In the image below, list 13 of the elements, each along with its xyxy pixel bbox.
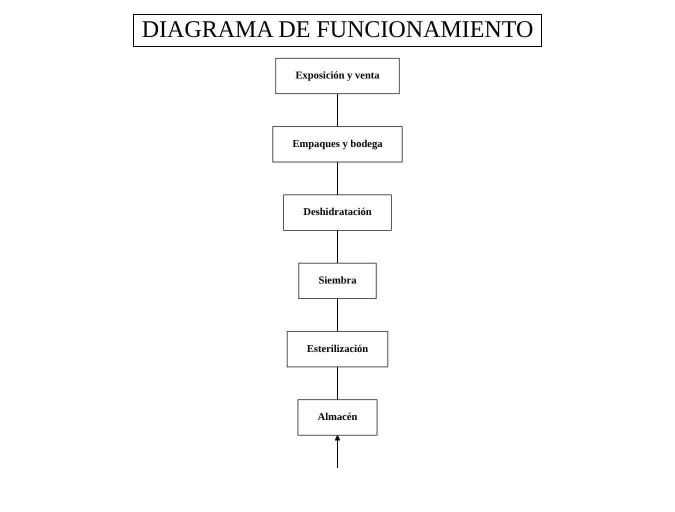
connector: [337, 93, 338, 128]
node-box: Esterilización: [286, 331, 388, 368]
connector: [337, 298, 338, 332]
arrow: [334, 434, 340, 469]
node-box: Siembra: [298, 262, 376, 299]
node-box: Deshidratación: [283, 194, 392, 231]
connector: [337, 230, 338, 264]
node-box: Exposición y venta: [275, 58, 400, 94]
connector: [337, 162, 338, 196]
diagram-title: DIAGRAMA DE FUNCIONAMIENTO: [132, 14, 542, 47]
connector: [337, 366, 338, 400]
node-box: Empaques y bodega: [272, 126, 402, 162]
node-box: Almacén: [298, 399, 378, 436]
